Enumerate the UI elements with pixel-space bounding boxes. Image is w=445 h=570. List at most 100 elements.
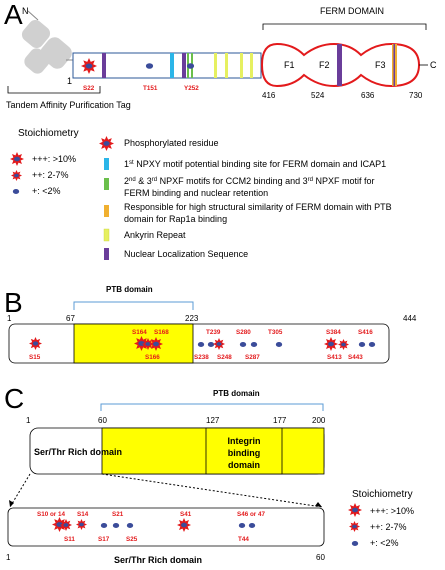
site-label: S166	[145, 354, 160, 361]
integrin-label-2: binding	[228, 448, 261, 458]
ptb-domain-title: PTB domain	[106, 285, 153, 294]
panel-b-letter: B	[4, 287, 23, 318]
site-label: S443	[348, 354, 363, 361]
phospho-star-icon	[213, 338, 225, 350]
site-label: Y252	[184, 85, 199, 92]
tag-bracket	[7, 86, 101, 94]
ferm-bracket	[262, 23, 427, 30]
site-label: S280	[236, 329, 251, 336]
tick-1: 1	[26, 416, 31, 425]
legend-npxf: 2nd & 3rd NPXF motifs for CCM2 binding a…	[124, 176, 374, 186]
site-label: T44	[238, 536, 249, 543]
phospho-star-icon	[29, 337, 42, 350]
phospho-dot-icon	[358, 342, 366, 347]
dot-icon	[12, 189, 20, 194]
phospho-dot-icon	[207, 342, 215, 347]
stoich-low: +: <2%	[370, 538, 399, 548]
ptb-bracket	[73, 301, 194, 310]
zoom-tick-60: 60	[316, 553, 325, 562]
star-small-icon	[11, 170, 22, 181]
site-label: S168	[154, 329, 169, 336]
tag-label: Tandem Affinity Purification Tag	[6, 100, 131, 110]
phospho-dot-icon	[100, 523, 108, 528]
nls-bar-icon	[102, 53, 106, 78]
ankyrin-bar-icon	[240, 53, 243, 78]
green-bar-icon	[104, 178, 109, 190]
ser-thr-zoom-bar	[7, 507, 325, 547]
phospho-star-icon	[60, 519, 72, 531]
panel-c: C PTB domain 1 60 127 177 200 Ser/Thr Ri…	[4, 383, 414, 565]
dot-icon	[351, 541, 359, 546]
phospho-star-icon	[149, 337, 163, 351]
stoichiometry-title: Stoichiometry	[18, 128, 79, 139]
position-1-label: 1	[67, 76, 72, 86]
position-636-label: 636	[361, 91, 375, 100]
stoichiometry-title: Stoichiometry	[352, 489, 413, 500]
legend-ptb-like: Responsible for high structural similari…	[124, 202, 392, 212]
legend-nls: Nuclear Localization Sequence	[124, 249, 248, 259]
legend-ptb-like-line2: domain for Rap1a binding	[124, 214, 227, 224]
orange-bar-icon	[104, 205, 109, 217]
site-label: S15	[29, 354, 41, 361]
legend-npxy: 1st NPXY motif potential binding site fo…	[124, 159, 386, 169]
site-label: S248	[217, 354, 232, 361]
ankyrin-bar-icon	[250, 53, 253, 78]
ferm-lobe-f2: F2	[319, 60, 330, 70]
site-label: S22	[83, 85, 95, 92]
tick-444: 444	[403, 314, 417, 323]
purple-bar-icon	[104, 248, 109, 260]
integrin-label-1: Integrin	[228, 436, 261, 446]
star-icon	[348, 503, 362, 517]
position-416-label: 416	[262, 91, 276, 100]
panel-c-letter: C	[4, 383, 24, 414]
lime-bar-icon	[103, 228, 110, 242]
site-label: S17	[98, 536, 110, 543]
star-icon	[10, 152, 24, 166]
ptb-bracket	[100, 403, 324, 411]
ferm-lobe-f3: F3	[375, 60, 386, 70]
tick-223: 223	[185, 314, 199, 323]
c-terminus-label: C	[430, 60, 437, 70]
phospho-dot-icon	[197, 342, 205, 347]
integrin-binding-region	[205, 427, 283, 475]
phospho-dot-icon	[275, 342, 283, 347]
ankyrin-bar-icon	[225, 53, 228, 78]
stoich-high: +++: >10%	[370, 506, 414, 516]
zoom-tick-1: 1	[6, 553, 11, 562]
stoich-low: +: <2%	[32, 186, 61, 196]
site-label: S11	[64, 536, 75, 543]
star-small-icon	[349, 521, 360, 532]
phospho-dot-icon	[112, 523, 120, 528]
site-label: T151	[143, 85, 158, 92]
phospho-dot-icon	[368, 342, 376, 347]
tick-60: 60	[98, 416, 107, 425]
position-730-label: 730	[409, 91, 423, 100]
ferm-domain-title: FERM DOMAIN	[320, 6, 384, 16]
site-label: T239	[206, 329, 221, 336]
stoich-mid: ++: 2-7%	[32, 170, 69, 180]
ferm-lobe-f1: F1	[284, 60, 295, 70]
tick-127: 127	[206, 416, 220, 425]
phospho-star-icon	[338, 339, 349, 350]
position-524-label: 524	[311, 91, 325, 100]
site-label: S287	[245, 354, 260, 361]
phospho-dot-icon	[250, 342, 258, 347]
phospho-dot-icon	[239, 342, 247, 347]
protein-n-terminal-region	[72, 52, 262, 79]
site-label: S413	[327, 354, 342, 361]
site-label: T305	[268, 329, 283, 336]
site-label: S21	[112, 511, 124, 518]
panel-a-letter: A	[4, 0, 23, 30]
tick-1: 1	[7, 314, 12, 323]
phospho-dot-icon	[186, 63, 195, 69]
site-label: S46 or 47	[237, 511, 266, 518]
site-label: S416	[358, 329, 373, 336]
zoom-title: Ser/Thr Rich domain	[114, 555, 202, 565]
phospho-star-icon	[81, 58, 97, 74]
phospho-star-icon	[76, 519, 87, 530]
stoich-mid: ++: 2-7%	[370, 522, 407, 532]
site-label: S238	[194, 354, 209, 361]
site-label: S41	[180, 511, 192, 518]
integrin-label-3: domain	[228, 460, 260, 470]
